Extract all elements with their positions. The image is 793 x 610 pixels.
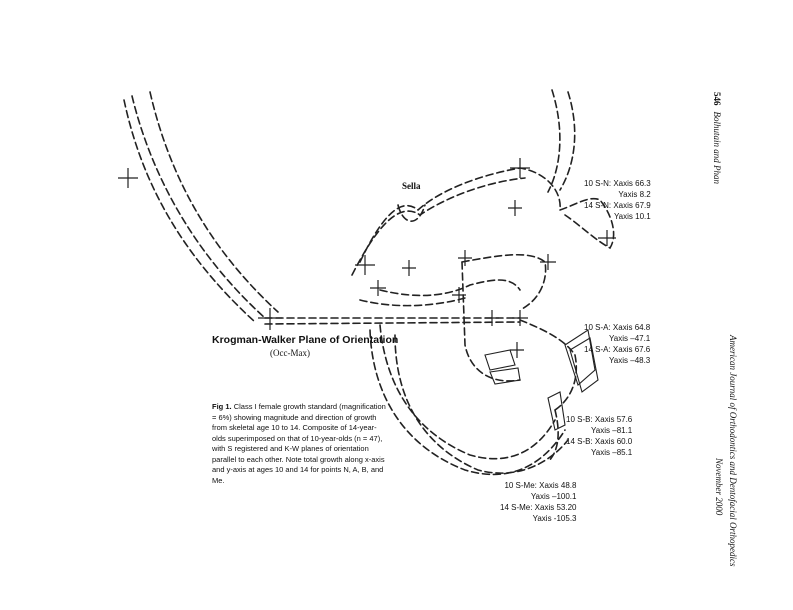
caption-text: Class I female growth standard (magnific… [212,402,386,485]
annotation-line: 14 S-N: Xaxis 67.9 [584,201,651,210]
cranial-vault-outline-14 [149,91,279,313]
annotation-line: 14 S-A: Xaxis 67.6 [584,345,651,354]
annotation-line: Yaxis –81.1 [591,426,633,435]
annotation-line: Yaxis –85.1 [591,448,633,457]
frontal-outline [559,91,576,191]
plane-title: Krogman-Walker Plane of Orientation [212,334,399,346]
pterygoid-outline [461,261,521,382]
annotation-line: 14 S-Me: Xaxis 53.20 [500,503,577,512]
annotation-b: 10 S-B: Xaxis 57.6 Yaxis –81.1 14 S-B: X… [566,414,632,458]
cranial-base-outline-14 [351,177,526,276]
annotation-line: 10 S-Me: Xaxis 48.8 [504,481,577,490]
annotation-line: Yaxis –47.1 [609,334,651,343]
sella-outline [397,204,426,222]
annotation-n: 10 S-N: Xaxis 66.3 Yaxis 8.2 14 S-N: Xax… [584,178,651,222]
internal-structure-14 [359,297,466,307]
cranial-vault-outline [131,95,266,319]
annotation-a: 10 S-A: Xaxis 64.8 Yaxis –47.1 14 S-A: X… [584,322,650,366]
annotation-line: Yaxis 8.2 [618,190,651,199]
molar-outline [484,349,521,385]
caption-label: Fig 1. [212,402,232,411]
frontal-outline-14 [547,89,561,193]
annotation-line: Yaxis 10.1 [613,212,651,221]
palatal-outline [461,254,547,311]
kw-plane-line-14 [264,321,521,325]
annotation-line: Yaxis –48.3 [609,356,651,365]
annotation-line: 10 S-A: Xaxis 64.8 [584,323,651,332]
annotation-me: 10 S-Me: Xaxis 48.8 Yaxis –100.1 14 S-Me… [500,480,576,524]
figure-caption: Fig 1. Class I female growth standard (m… [212,402,390,486]
incisor-outline-14 [569,337,599,393]
cranial-base-outline [359,167,561,263]
mandible-lower-border [394,334,569,474]
maxilla-outline [519,319,578,411]
running-head-left: 546Bolhutain and Phan [712,92,722,184]
ramus-outline-14 [369,329,566,476]
sella-label: Sella [402,181,421,191]
annotation-line: 10 S-N: Xaxis 66.3 [584,179,651,188]
running-head-authors: Bolhutain and Phan [712,111,722,185]
annotation-line: Yaxis -105.3 [532,514,577,523]
annotation-line: Yaxis –100.1 [530,492,577,501]
landmark-crosses [118,158,616,358]
annotation-line: 10 S-B: Xaxis 57.6 [566,415,633,424]
nasal-outline [559,197,615,250]
cranial-vault-outline-inner [123,99,256,323]
symphysis-outline [547,409,559,463]
ramus-outline [379,324,556,460]
internal-structure [379,279,521,297]
lower-incisor-outline [547,391,566,431]
incisor-outline [564,329,596,386]
journal-title: American Journal of Orthodontics and Den… [728,335,738,567]
plane-subtitle: (Occ-Max) [270,348,310,358]
annotation-line: 14 S-B: Xaxis 60.0 [566,437,633,446]
page-number: 546 [712,92,722,106]
journal-issue: November 2000 [714,458,724,516]
